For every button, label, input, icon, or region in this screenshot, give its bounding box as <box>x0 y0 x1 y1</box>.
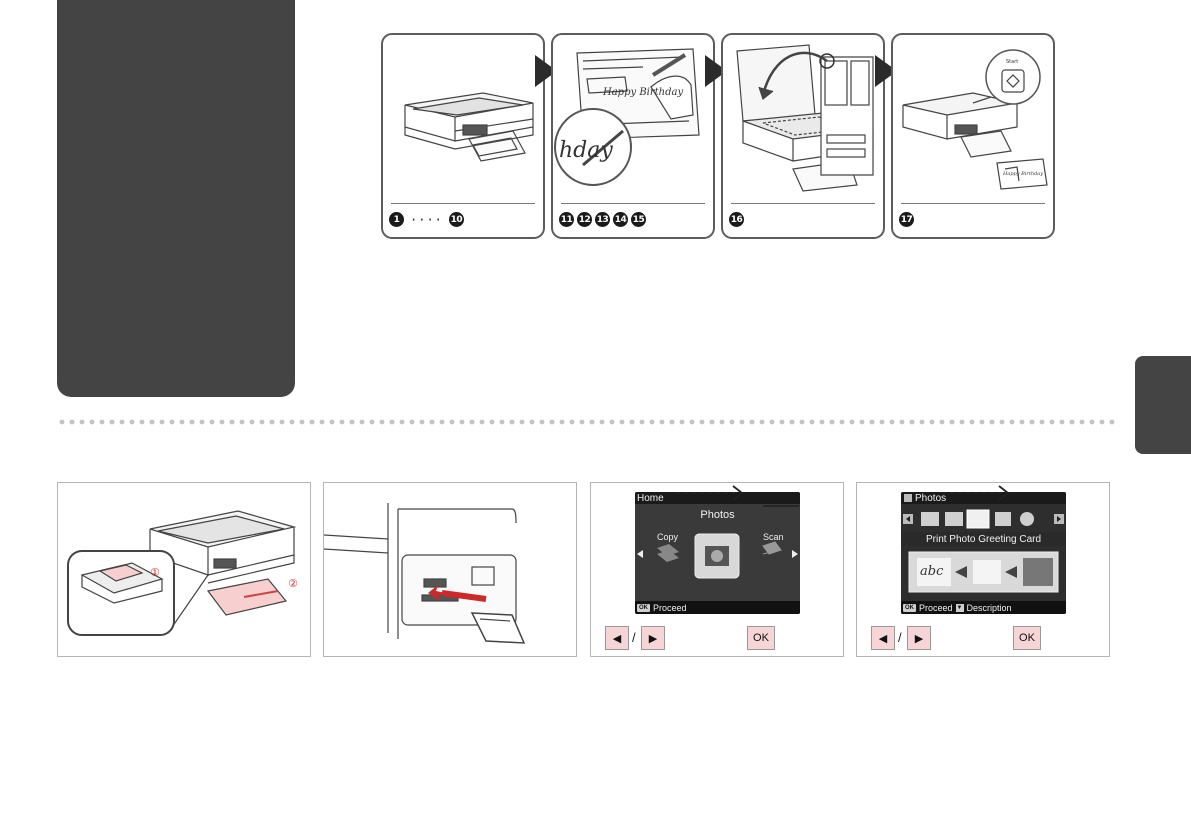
dotted-divider <box>57 419 1115 425</box>
step-divider <box>391 203 535 204</box>
ok-badge: OK <box>903 603 916 612</box>
right-key: ▶ <box>907 626 931 650</box>
procedure-tile-photos-menu: Photos Print Photo Greeting Card abc OK … <box>856 482 1110 657</box>
scanner-illustration <box>736 44 874 192</box>
template-writing-illustration: Happy Birthday hday <box>554 48 700 186</box>
step-number-badge: 16 <box>729 212 744 227</box>
lcd-mode-label: Print Photo Greeting Card <box>925 534 1042 545</box>
step-range-dots: ···· <box>410 212 443 227</box>
sample-text: abc <box>920 564 944 579</box>
overview-step-print-card: Start Happy Birthday 17 <box>891 33 1055 239</box>
lcd-home-screen: Home Photos Copy Scan OK Proceed <box>635 492 800 614</box>
paper-cassette-illustration: ① ② <box>67 510 298 636</box>
callout-1: ① <box>150 566 160 579</box>
dashed-arrow-icon <box>941 485 1010 501</box>
chapter-side-panel <box>57 0 295 397</box>
template-greeting-text: Happy Birthday <box>602 87 683 98</box>
lcd-footer-description: Description <box>966 602 1012 613</box>
printed-card-text: Happy Birthday <box>1002 171 1043 177</box>
step-number-badge: 10 <box>448 212 464 227</box>
lcd-footer: OK Proceed <box>635 601 800 614</box>
photos-screen-graphics <box>901 492 1066 593</box>
left-key: ◀ <box>605 626 629 650</box>
ok-badge: OK <box>637 603 650 612</box>
step-numbers: 16 <box>729 212 744 227</box>
step-divider <box>731 203 875 204</box>
lcd-title: Photos <box>915 493 947 504</box>
ok-key: OK <box>1013 626 1041 650</box>
lcd-photos-screen: Photos Print Photo Greeting Card abc OK … <box>901 492 1066 614</box>
step-number-badge: 11 <box>559 212 574 227</box>
procedure-tile-home-menu: Home Photos Copy Scan OK Proceed ◀ / ▶ O… <box>590 482 844 657</box>
overview-step-load-paper: 1 ···· 10 <box>381 33 545 239</box>
step-divider <box>901 203 1045 204</box>
chapter-edge-tab <box>1135 356 1191 454</box>
right-key: ▶ <box>641 626 665 650</box>
lcd-left-item: Copy <box>657 532 679 542</box>
memory-card-slot-illustration <box>324 503 526 644</box>
overview-step-fill-template: Happy Birthday hday 11 12 13 14 15 <box>551 33 715 239</box>
lcd-footer: OK Proceed ▼ Description <box>901 601 1066 614</box>
procedure-tile-insert-card <box>323 482 577 657</box>
ok-key: OK <box>747 626 775 650</box>
procedure-tile-load-paper: ① ② <box>57 482 311 657</box>
step-divider <box>561 203 705 204</box>
step-number-badge: 1 <box>389 212 404 227</box>
start-button-label: Start <box>1006 59 1018 65</box>
overview-step-scan-template: 16 <box>721 33 885 239</box>
step-number-badge: 12 <box>577 212 592 227</box>
left-key: ◀ <box>871 626 895 650</box>
lcd-footer-proceed: Proceed <box>653 602 687 613</box>
workflow-overview: 1 ···· 10 Happy Birthday hday 11 <box>378 33 1058 243</box>
step-number-badge: 15 <box>631 212 646 227</box>
step-numbers: 1 ···· 10 <box>389 212 464 227</box>
step-number-badge: 14 <box>613 212 628 227</box>
lcd-right-item: Scan <box>763 532 784 542</box>
printer-illustration <box>404 92 534 162</box>
callout-2: ② <box>288 577 298 590</box>
dashed-arrow-icon <box>675 485 744 501</box>
print-start-illustration: Start Happy Birthday <box>902 49 1048 190</box>
down-arrow-icon: ▼ <box>955 603 964 612</box>
home-screen-graphics <box>635 492 800 601</box>
handwriting-text: hday <box>559 138 613 163</box>
key-separator: / <box>898 630 902 645</box>
lcd-selected-item: Photos <box>700 509 735 521</box>
lcd-title: Home <box>637 493 664 504</box>
step-number-badge: 17 <box>899 212 914 227</box>
key-separator: / <box>632 630 636 645</box>
step-numbers: 11 12 13 14 15 <box>559 212 646 227</box>
step-numbers: 17 <box>899 212 914 227</box>
step-number-badge: 13 <box>595 212 610 227</box>
lcd-footer-proceed: Proceed <box>919 602 953 613</box>
